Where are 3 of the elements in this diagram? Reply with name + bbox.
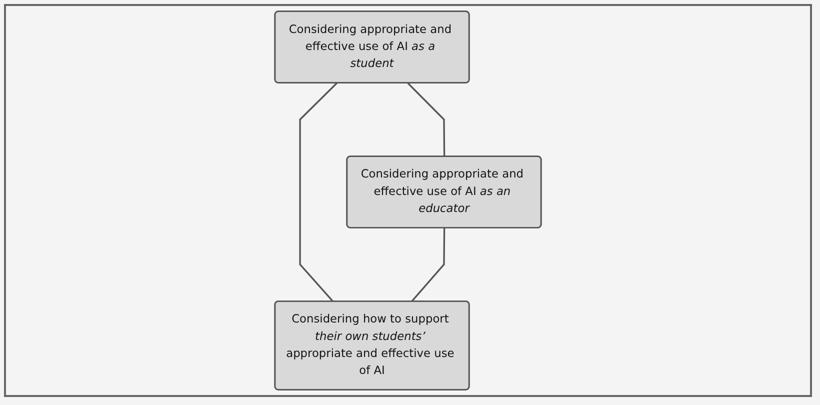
connector — [410, 228, 446, 302]
connector — [299, 82, 338, 302]
connector — [407, 82, 446, 157]
